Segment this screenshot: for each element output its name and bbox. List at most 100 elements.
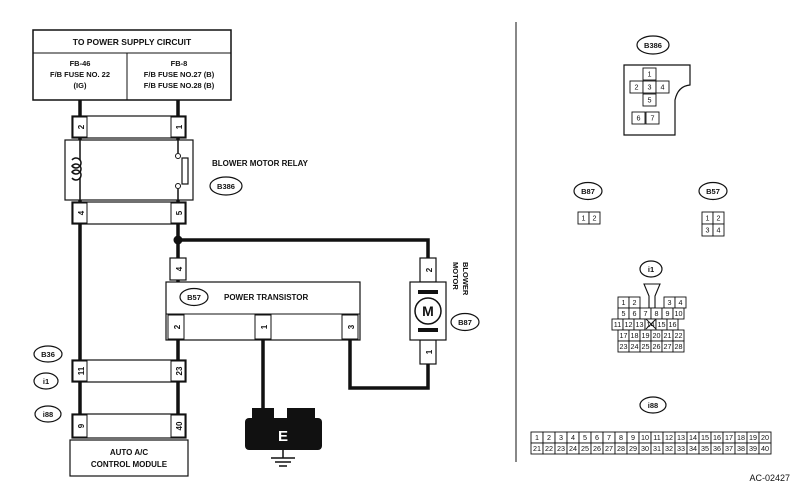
transistor-connector-label: B57 [187, 293, 201, 302]
svg-text:6: 6 [637, 114, 641, 123]
i1-pin-12: 12 [622, 318, 635, 331]
i88-view-badge [639, 396, 667, 414]
svg-text:3: 3 [559, 433, 563, 442]
i1-pin-8: 8 [650, 307, 663, 320]
svg-text:36: 36 [713, 444, 721, 453]
b87-view-label: B87 [581, 187, 595, 196]
svg-text:6: 6 [595, 433, 599, 442]
i1-pin-18: 18 [628, 329, 641, 342]
svg-text:14: 14 [689, 433, 697, 442]
b386-view-shell [623, 64, 691, 136]
i1-pin-16: 16 [666, 318, 679, 331]
i88-pin-2: 2 [542, 431, 556, 444]
b87-pin-2: 2 [588, 211, 601, 225]
i88-pin-16: 16 [710, 431, 724, 444]
i88-pin-31: 31 [650, 442, 664, 455]
i88-pin-1: 1 [530, 431, 544, 444]
svg-text:30: 30 [641, 444, 649, 453]
svg-text:10: 10 [675, 309, 683, 318]
i88-pin-9: 9 [77, 423, 86, 428]
svg-text:2: 2 [633, 298, 637, 307]
b36-label: B36 [41, 350, 55, 359]
svg-text:5: 5 [622, 309, 626, 318]
svg-text:24: 24 [631, 342, 639, 351]
i88-pin-39: 39 [746, 442, 760, 455]
svg-text:22: 22 [545, 444, 553, 453]
i1-pin-6: 6 [628, 307, 641, 320]
i88-pin-8: 8 [614, 431, 628, 444]
i88-pin-9: 9 [626, 431, 640, 444]
b57-pin-4: 4 [712, 223, 725, 237]
b57-view-label: B57 [706, 187, 720, 196]
svg-text:18: 18 [737, 433, 745, 442]
svg-text:1: 1 [535, 433, 539, 442]
relay-connector-label: B386 [217, 182, 235, 191]
i88-pin-40: 40 [758, 442, 772, 455]
svg-text:17: 17 [620, 331, 628, 340]
i88-pin-20: 20 [758, 431, 772, 444]
i1-pin-9: 9 [661, 307, 674, 320]
i88-pin-29: 29 [626, 442, 640, 455]
b36-pin-23: 23 [175, 366, 184, 375]
module-label-line1: AUTO A/C [110, 448, 148, 457]
svg-text:40: 40 [761, 444, 769, 453]
svg-text:1: 1 [648, 70, 652, 79]
i88-pin-11: 11 [650, 431, 664, 444]
i1-pin-22: 22 [672, 329, 685, 342]
i1-blank-pin-mark [645, 318, 657, 330]
b57-pin-1: 1 [701, 211, 714, 225]
motor-symbol: M [422, 303, 434, 319]
motor-pin-2: 2 [425, 267, 434, 272]
svg-text:3: 3 [706, 226, 710, 235]
svg-text:9: 9 [666, 309, 670, 318]
b386-pin-6: 6 [631, 111, 646, 125]
power-supply-box: TO POWER SUPPLY CIRCUIT FB-46 F/B FUSE N… [32, 29, 232, 101]
svg-text:26: 26 [653, 342, 661, 351]
b386-view-label: B386 [644, 41, 662, 50]
svg-text:22: 22 [675, 331, 683, 340]
transistor-pin-3: 3 [347, 324, 356, 329]
junction-dot [173, 235, 183, 245]
transistor-pin-4: 4 [175, 266, 184, 271]
svg-text:31: 31 [653, 444, 661, 453]
blower-motor [409, 281, 447, 341]
svg-text:9: 9 [631, 433, 635, 442]
i1-pin-5: 5 [617, 307, 630, 320]
i1-pin-10: 10 [672, 307, 685, 320]
fuse-left-line3: (IG) [74, 81, 87, 90]
svg-text:33: 33 [677, 444, 685, 453]
b57-pin-3: 3 [701, 223, 714, 237]
i1-pin-2: 2 [628, 296, 641, 309]
svg-text:6: 6 [633, 309, 637, 318]
svg-text:1: 1 [582, 214, 586, 223]
figure-code: AC-02427 [749, 473, 790, 483]
i88-pin-26: 26 [590, 442, 604, 455]
i88-pin-35: 35 [698, 442, 712, 455]
fuse-left-line1: FB-46 [70, 59, 91, 68]
svg-text:7: 7 [644, 309, 648, 318]
i88-pin-21: 21 [530, 442, 544, 455]
i88-pin-32: 32 [662, 442, 676, 455]
svg-text:11: 11 [614, 320, 621, 329]
relay-pin-2: 2 [77, 124, 86, 129]
svg-text:20: 20 [761, 433, 769, 442]
i88-pin-3: 3 [554, 431, 568, 444]
i88-pin-14: 14 [686, 431, 700, 444]
i88-pin-13: 13 [674, 431, 688, 444]
fuse-right-line2: F/B FUSE NO.27 (B) [144, 70, 215, 79]
i1-view-badge [639, 260, 663, 278]
i1-pin-11: 11 [611, 318, 624, 331]
i1-pin-26: 26 [650, 340, 663, 353]
svg-text:15: 15 [701, 433, 709, 442]
i1-pin-21: 21 [661, 329, 674, 342]
i1-pin-20: 20 [650, 329, 663, 342]
i88-pin-7: 7 [602, 431, 616, 444]
transistor-connector-badge [179, 287, 209, 307]
svg-text:28: 28 [617, 444, 625, 453]
power-transistor [165, 281, 361, 341]
svg-text:16: 16 [713, 433, 721, 442]
svg-text:13: 13 [677, 433, 685, 442]
svg-text:2: 2 [635, 83, 639, 92]
fuse-right-line3: F/B FUSE NO.28 (B) [144, 81, 215, 90]
